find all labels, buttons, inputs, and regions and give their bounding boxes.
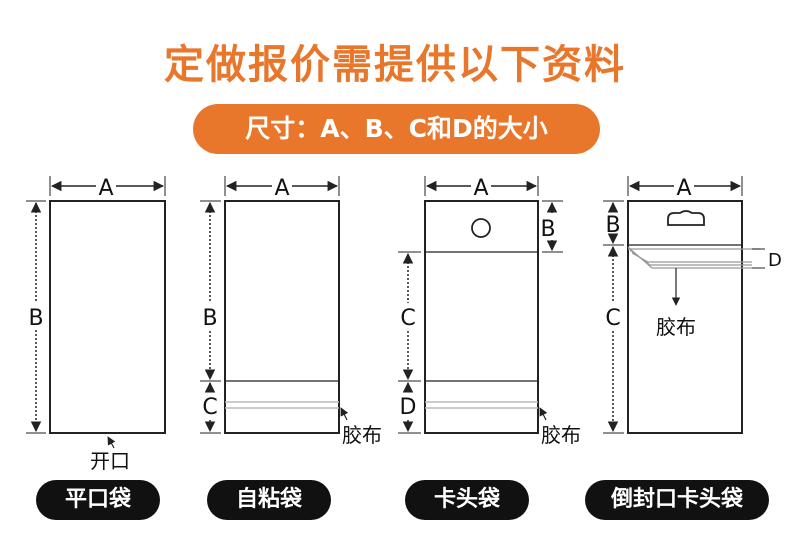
- size-requirement-banner: 尺寸：A、B、C和D的大小: [193, 104, 600, 154]
- dim-d-label: D: [400, 395, 417, 420]
- opening-label: 开口: [90, 449, 130, 473]
- dim-c-label: C: [605, 306, 620, 331]
- bag-reverse-seal-header: A B C D 胶布: [603, 176, 782, 434]
- bag-header-card-outline: [424, 200, 539, 434]
- opening-pointer: [107, 436, 116, 449]
- bag-header-card: A B C D 胶布: [398, 176, 581, 447]
- bag-type-label-self-seal: 自粘袋: [207, 480, 331, 520]
- dim-a-label: A: [676, 176, 691, 201]
- folded-flap-line-1: [629, 249, 752, 266]
- dim-b-label: B: [605, 213, 620, 238]
- euro-hang-hole-icon: [667, 210, 705, 226]
- dim-c-label: C: [400, 306, 415, 331]
- bag-flat-outline: [49, 200, 166, 434]
- dim-a-label: A: [473, 176, 488, 201]
- folded-flap-line-3: [627, 246, 752, 269]
- dim-b-label: B: [28, 306, 43, 331]
- bag-type-label-reverse-seal: 倒封口卡头袋: [585, 480, 769, 520]
- adhesive-label: 胶布: [541, 423, 581, 447]
- adhesive-pointer: [539, 407, 548, 421]
- dim-c-label: C: [202, 395, 217, 420]
- dim-b-label: B: [202, 306, 217, 331]
- page-title: 定做报价需提供以下资料: [164, 42, 626, 88]
- adhesive-label: 胶布: [342, 423, 382, 447]
- bag-reverse-seal-outline: [627, 200, 743, 434]
- dim-a-label: A: [274, 176, 289, 201]
- dim-d-label: D: [768, 250, 782, 271]
- folded-flap-line-2: [631, 252, 752, 263]
- adhesive-label: 胶布: [656, 315, 696, 339]
- dim-a-label: A: [98, 176, 113, 201]
- bag-self-seal: A B C 胶布: [200, 176, 382, 447]
- bag-self-seal-outline: [224, 200, 340, 434]
- adhesive-pointer: [340, 407, 349, 421]
- dim-b-label: B: [540, 217, 555, 242]
- bag-type-label-flat: 平口袋: [36, 480, 160, 520]
- hang-hole-icon: [471, 218, 491, 238]
- bag-type-label-header-card: 卡头袋: [405, 480, 529, 520]
- bag-flat: A B 开口: [26, 176, 166, 473]
